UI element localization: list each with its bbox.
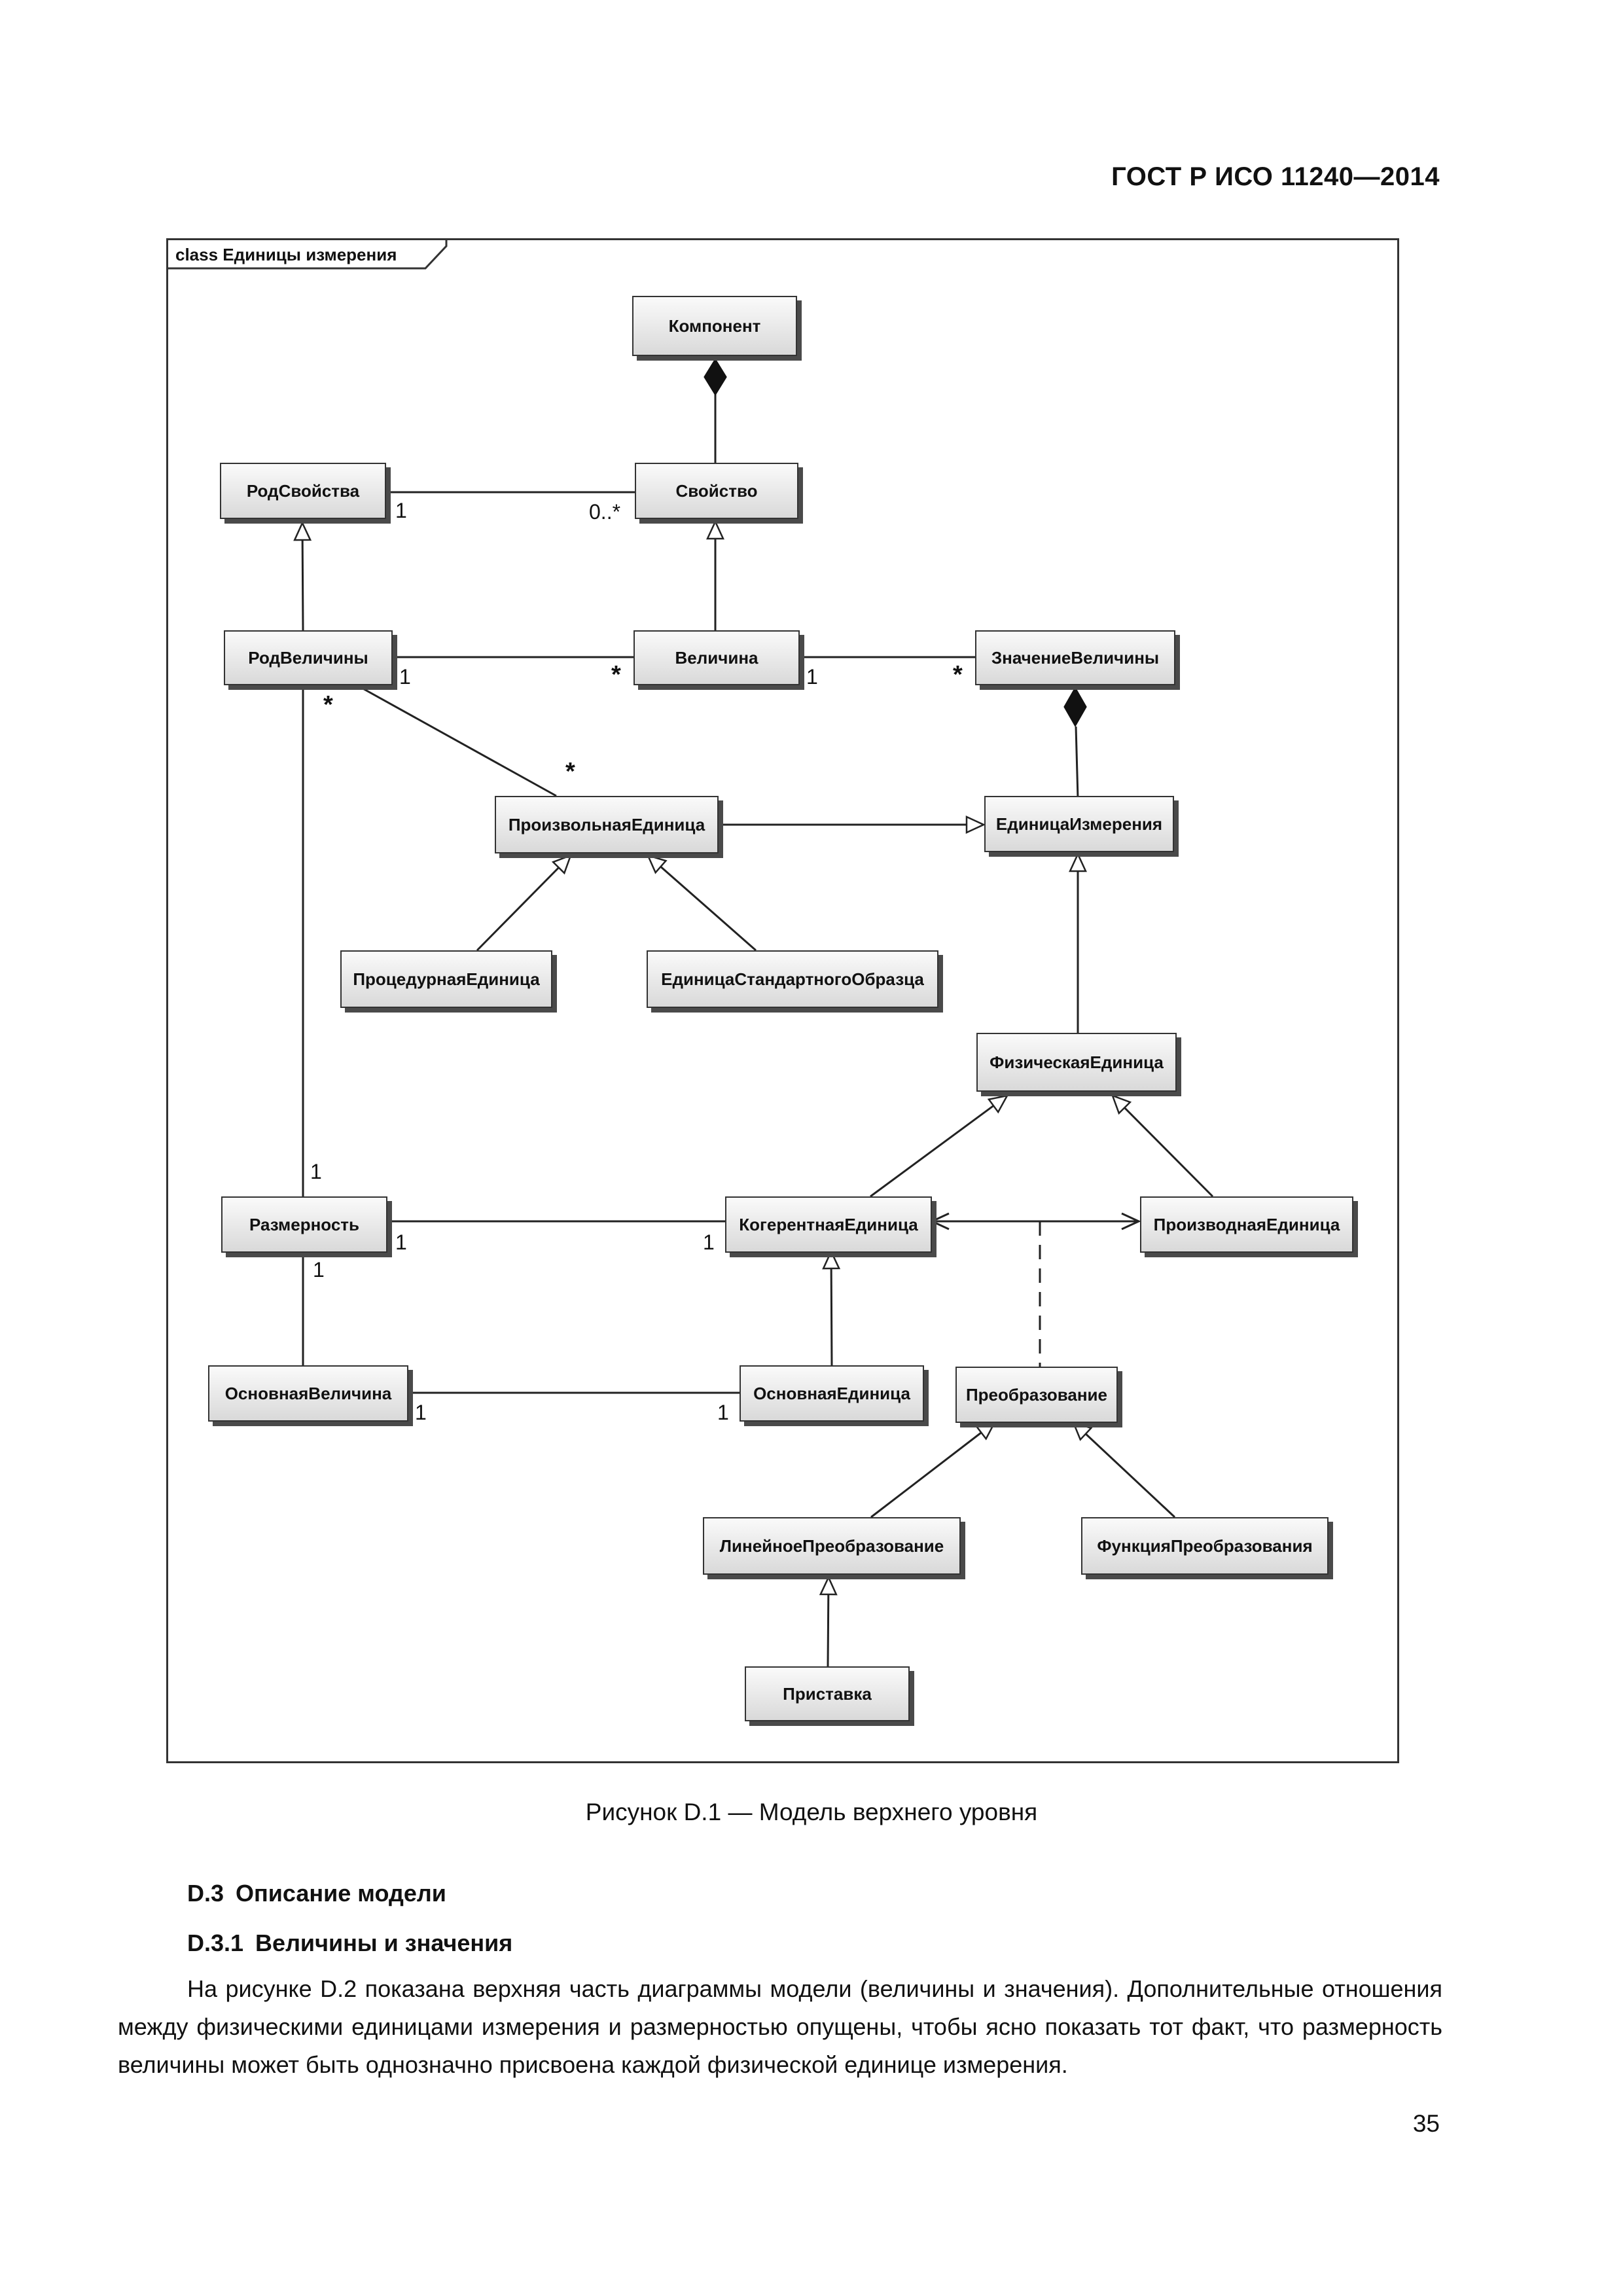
standard-designation: ГОСТ Р ИСО 11240—2014 — [1111, 162, 1440, 191]
section-title: Описание модели — [236, 1880, 446, 1907]
class-proizvolnaya-edinitsa: ПроизвольнаяЕдиница — [495, 796, 719, 853]
diagram-frame — [166, 238, 1399, 1763]
class-svoystvo: Свойство — [635, 463, 798, 519]
class-kogerentnaya-edinitsa: КогерентнаяЕдиница — [725, 1196, 932, 1253]
diagram-frame-label: class Единицы измерения — [166, 238, 448, 270]
paragraph-text: На рисунке D.2 показана верхняя часть ди… — [118, 1975, 1442, 2078]
multiplicity-label: 1 — [415, 1401, 427, 1424]
multiplicity-label: 1 — [806, 665, 818, 689]
multiplicity-label: 1 — [395, 499, 407, 522]
subsection-heading: D.3.1 Величины и значения — [187, 1929, 512, 1957]
class-osnovnaya-velichina: ОсновнаяВеличина — [208, 1365, 408, 1422]
multiplicity-label: 1 — [717, 1401, 729, 1424]
page-number: 35 — [1412, 2110, 1440, 2137]
class-lineynoe-preobrazovanie: ЛинейноеПреобразование — [703, 1517, 961, 1575]
class-edinitsa-standartnogo-obraztsa: ЕдиницаСтандартногоОбразца — [647, 950, 938, 1008]
multiplicity-label: * — [611, 661, 621, 689]
class-fizicheskaya-edinitsa: ФизическаяЕдиница — [976, 1033, 1177, 1092]
figure-caption: Рисунок D.1 — Модель верхнего уровня — [585, 1799, 1038, 1825]
class-osnovnaya-edinitsa: ОсновнаяЕдиница — [740, 1365, 924, 1422]
multiplicity-label: 1 — [313, 1258, 325, 1282]
class-proizvodnaya-edinitsa: ПроизводнаяЕдиница — [1140, 1196, 1353, 1253]
class-pristavka: Приставка — [745, 1666, 910, 1721]
class-protsedurnaya-edinitsa: ПроцедурнаяЕдиница — [340, 950, 552, 1008]
multiplicity-label: * — [323, 691, 333, 719]
class-preobrazovanie: Преобразование — [955, 1367, 1118, 1423]
body-paragraph: На рисунке D.2 показана верхняя часть ди… — [118, 1970, 1442, 2084]
section-number: D.3.1 — [187, 1929, 244, 1956]
class-rod-velichiny: РодВеличины — [224, 630, 393, 685]
multiplicity-label: 1 — [310, 1160, 322, 1183]
class-velichina: Величина — [633, 630, 800, 685]
section-title: Величины и значения — [255, 1929, 513, 1956]
class-edinitsa-izmereniya: ЕдиницаИзмерения — [984, 796, 1174, 852]
section-number: D.3 — [187, 1880, 224, 1907]
multiplicity-label: 0..* — [589, 500, 621, 524]
multiplicity-label: 1 — [703, 1230, 715, 1254]
section-heading: D.3 Описание модели — [187, 1880, 446, 1907]
class-komponent: Компонент — [632, 296, 797, 356]
class-rod-svoystva: РодСвойства — [220, 463, 386, 519]
multiplicity-label: * — [953, 661, 963, 689]
multiplicity-label: 1 — [399, 665, 411, 689]
class-razmernost: Размерность — [221, 1196, 387, 1253]
class-znachenie-velichiny: ЗначениеВеличины — [975, 630, 1175, 685]
multiplicity-label: 1 — [395, 1230, 407, 1254]
class-funktsiya-preobrazovaniya: ФункцияПреобразования — [1081, 1517, 1329, 1575]
multiplicity-label: * — [565, 758, 575, 785]
